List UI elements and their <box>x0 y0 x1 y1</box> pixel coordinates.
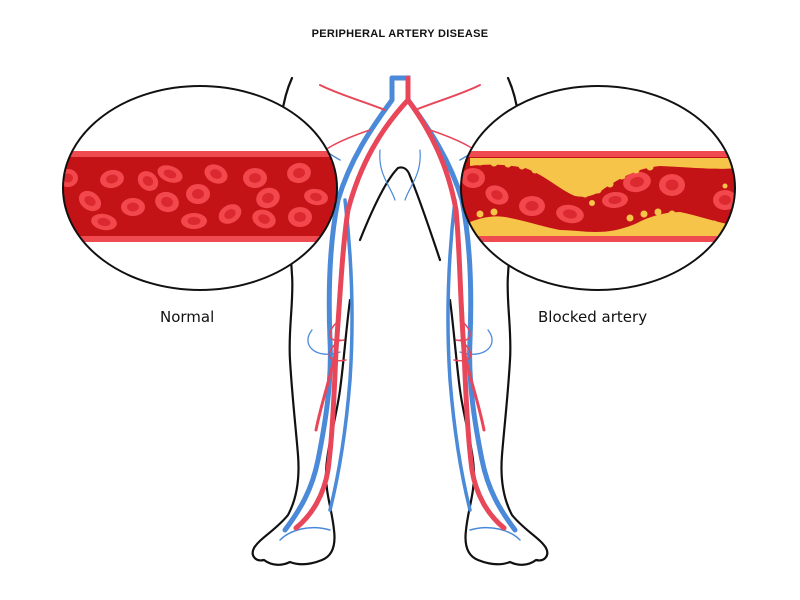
blocked-artery-label: Blocked artery <box>538 308 648 326</box>
blocked-artery-callout <box>460 85 736 291</box>
diagram-title: PERIPHERAL ARTERY DISEASE <box>311 28 489 40</box>
red-blood-cells <box>63 162 328 231</box>
red-blood-cells <box>461 168 735 224</box>
normal-vessel-callout <box>62 85 338 291</box>
normal-label: Normal <box>160 308 215 326</box>
